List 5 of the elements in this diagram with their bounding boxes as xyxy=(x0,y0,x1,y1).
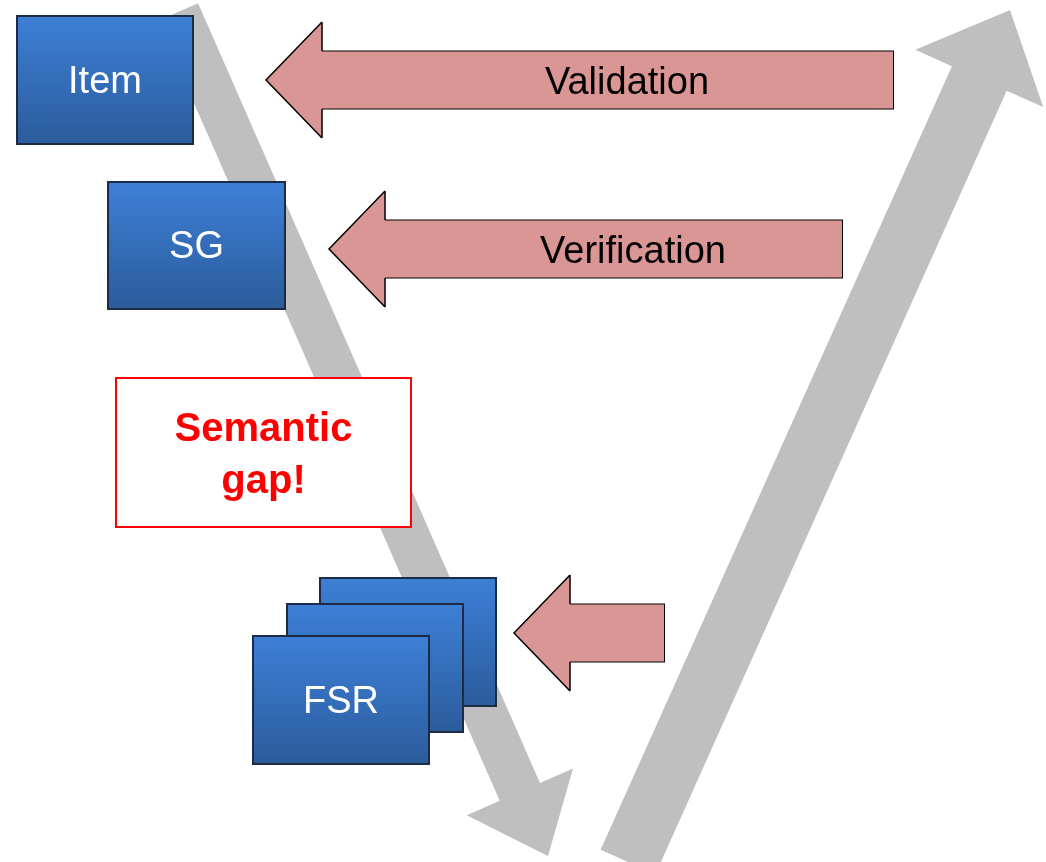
note-box: Semantic gap! xyxy=(115,377,412,528)
process-box: Item xyxy=(16,15,194,145)
stacked-box xyxy=(252,577,497,765)
box-label: FSR xyxy=(252,635,430,765)
process-box: SG xyxy=(107,181,286,310)
